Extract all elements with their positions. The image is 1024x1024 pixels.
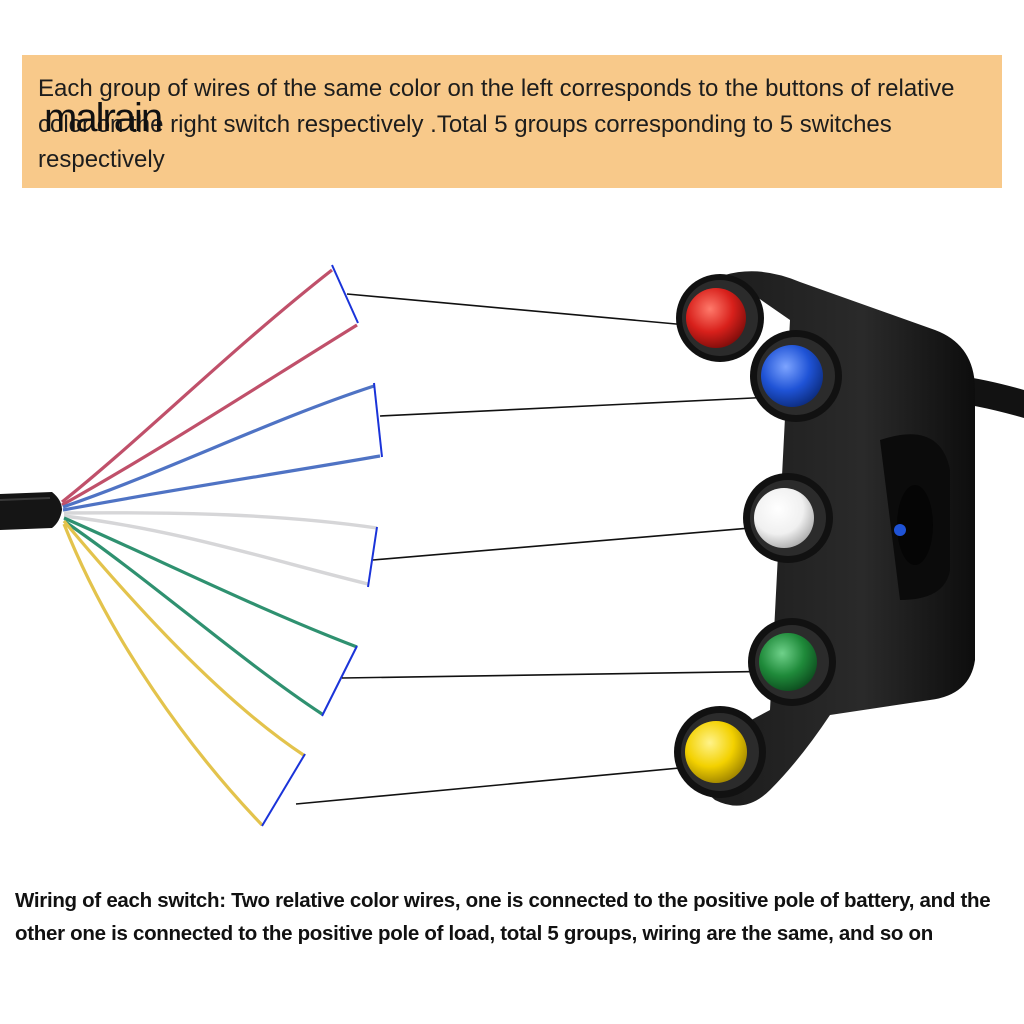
button-red — [676, 274, 764, 362]
pointer-arrows — [295, 293, 795, 805]
button-green — [748, 618, 836, 706]
button-blue — [750, 330, 842, 422]
button-white — [743, 473, 833, 563]
wiring-diagram — [0, 264, 1024, 827]
wiring-caption: Wiring of each switch: Two relative colo… — [15, 889, 991, 945]
wire-group-red — [61, 268, 358, 507]
header-text: Each group of wires of the same color on… — [38, 75, 955, 173]
wire-group-blue — [62, 384, 381, 512]
wire-group-yellow — [62, 519, 306, 827]
wire-group-green — [63, 516, 358, 716]
wire-group-white — [63, 511, 378, 586]
button-yellow — [674, 706, 766, 798]
switch-housing — [694, 271, 1024, 806]
main-cable — [0, 492, 62, 530]
wire-end-brackets — [261, 264, 383, 827]
header-banner: Each group of wires of the same color on… — [22, 55, 1002, 188]
watermark-text: malrain — [44, 96, 163, 140]
